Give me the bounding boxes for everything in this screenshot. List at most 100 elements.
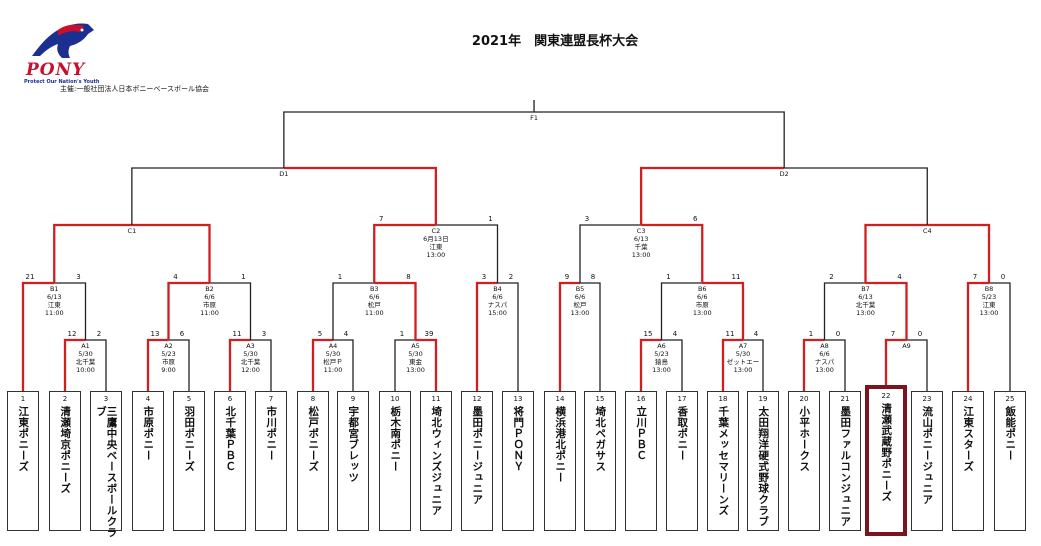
match-label-b2-3: 11:00 <box>200 309 219 317</box>
match-label-b6-3: 13:00 <box>693 309 712 317</box>
match-label-b2-1: 6/6 <box>204 293 214 301</box>
match-label-c3-2: 千葉 <box>635 242 649 251</box>
team-number: 23 <box>922 395 932 403</box>
bracket-line-a5-left <box>394 339 416 391</box>
team-name: 横浜港北ポニー <box>554 406 567 483</box>
match-label-b1-1: 6/13 <box>47 293 62 301</box>
match-label-b1-3: 11:00 <box>45 309 64 317</box>
match-label-a8-2: ナスパ <box>815 358 835 366</box>
bracket-line-c2-right <box>435 224 499 283</box>
team-name: 飯能ポニー <box>1004 406 1017 461</box>
match-label-b6-0: B6 <box>698 285 707 293</box>
score-b4-right: 2 <box>509 273 513 281</box>
score-b7-right: 4 <box>897 273 902 281</box>
match-label-a2-1: 5/23 <box>161 350 176 358</box>
match-label-a1-3: 10:00 <box>76 366 95 374</box>
score-a1-left: 12 <box>68 330 77 338</box>
score-b1-left: 21 <box>26 273 35 281</box>
match-label-b7-0: B7 <box>861 285 870 293</box>
match-label-c2-1: 6月13日 <box>423 235 448 243</box>
bracket-line-d2-left <box>639 166 785 225</box>
bracket-line-a4-right <box>333 339 354 391</box>
team-name: 江東スターズ <box>962 406 975 472</box>
match-label-b3-2: 松戸 <box>368 300 382 309</box>
match-label-c4-0: C4 <box>923 227 932 235</box>
match-label-a2-2: 市原 <box>162 357 176 366</box>
team-name: 市原ポニー <box>142 406 155 461</box>
team-number: 9 <box>350 395 356 403</box>
bracket-line-b3-right <box>374 281 417 340</box>
score-a9-right: 0 <box>918 330 922 338</box>
match-label-a6-1: 5/23 <box>654 350 669 358</box>
match-label-a8-3: 13:00 <box>815 366 834 374</box>
bracket-line-d2-right <box>784 167 928 225</box>
match-label-a2-0: A2 <box>164 342 173 350</box>
score-a2-left: 13 <box>151 330 160 338</box>
team-name: 千葉メッセマリーンズ <box>717 406 730 516</box>
team-number: 18 <box>718 395 728 403</box>
bracket-line-c4-left <box>864 223 928 283</box>
match-label-d2-0: D2 <box>780 170 789 178</box>
team-name: 墨田ポニージュニア <box>471 406 484 505</box>
score-a3-right: 3 <box>262 330 266 338</box>
bracket-line-b5-right <box>580 282 601 391</box>
team-number: 22 <box>881 392 891 400</box>
team-number: 4 <box>145 395 151 403</box>
bracket-line-b7-right <box>865 281 908 340</box>
match-label-b5-3: 13:00 <box>571 309 590 317</box>
organizer-text: 主催:一般社団法人日本ポニーベースボール協会 <box>60 85 210 93</box>
bracket-line-b2-left <box>167 281 210 340</box>
bracket-line-a1-left <box>63 338 86 391</box>
match-label-b1-2: 江東 <box>48 300 62 309</box>
match-label-b4-2: ナスパ <box>488 301 508 309</box>
match-label-a4-1: 5/30 <box>326 350 341 358</box>
bracket-line-a9-left <box>884 338 907 391</box>
score-a5-left: 1 <box>400 330 404 338</box>
team-number: 15 <box>595 395 605 403</box>
score-c2-left: 7 <box>379 215 383 223</box>
match-label-b5-2: 松戸 <box>574 300 588 309</box>
score-a3-left: 11 <box>233 330 242 338</box>
bracket-line-a7-right <box>743 339 764 391</box>
score-b5-left: 9 <box>565 273 569 281</box>
score-a4-right: 4 <box>344 330 349 338</box>
bracket-line-b2-right <box>209 282 252 340</box>
team-name: 羽田ポニーズ <box>183 406 196 472</box>
bracket-line-f1-right <box>534 111 785 168</box>
bracket-line-c2-left <box>373 223 436 283</box>
bracket-line-a7-left <box>721 338 743 391</box>
bracket-line-a3-left <box>228 338 251 391</box>
match-label-c2-2: 江東 <box>429 242 443 251</box>
match-label-a3-3: 12:00 <box>241 366 260 374</box>
match-label-a8-1: 6/6 <box>819 350 829 358</box>
match-label-b7-1: 6/13 <box>858 293 873 301</box>
bracket-line-d1-left <box>131 167 284 225</box>
match-label-b7-3: 13:00 <box>856 309 875 317</box>
score-b6-left: 1 <box>666 273 670 281</box>
bracket-line-b6-right <box>702 281 745 340</box>
match-label-c3-1: 6/13 <box>634 235 649 243</box>
match-label-a6-3: 13:00 <box>652 366 671 374</box>
score-a7-right: 4 <box>754 330 759 338</box>
team-number: 17 <box>677 395 687 403</box>
horse-head-icon <box>32 23 94 58</box>
match-label-b4-3: 15:00 <box>488 309 507 317</box>
match-label-a6-0: A6 <box>657 342 666 350</box>
match-label-c1-0: C1 <box>128 227 137 235</box>
bracket-line-a2-right <box>168 339 190 391</box>
match-label-a7-0: A7 <box>739 342 748 350</box>
score-a1-right: 2 <box>97 330 101 338</box>
bracket-line-a6-left <box>639 338 662 391</box>
match-label-b2-2: 市原 <box>203 300 217 309</box>
